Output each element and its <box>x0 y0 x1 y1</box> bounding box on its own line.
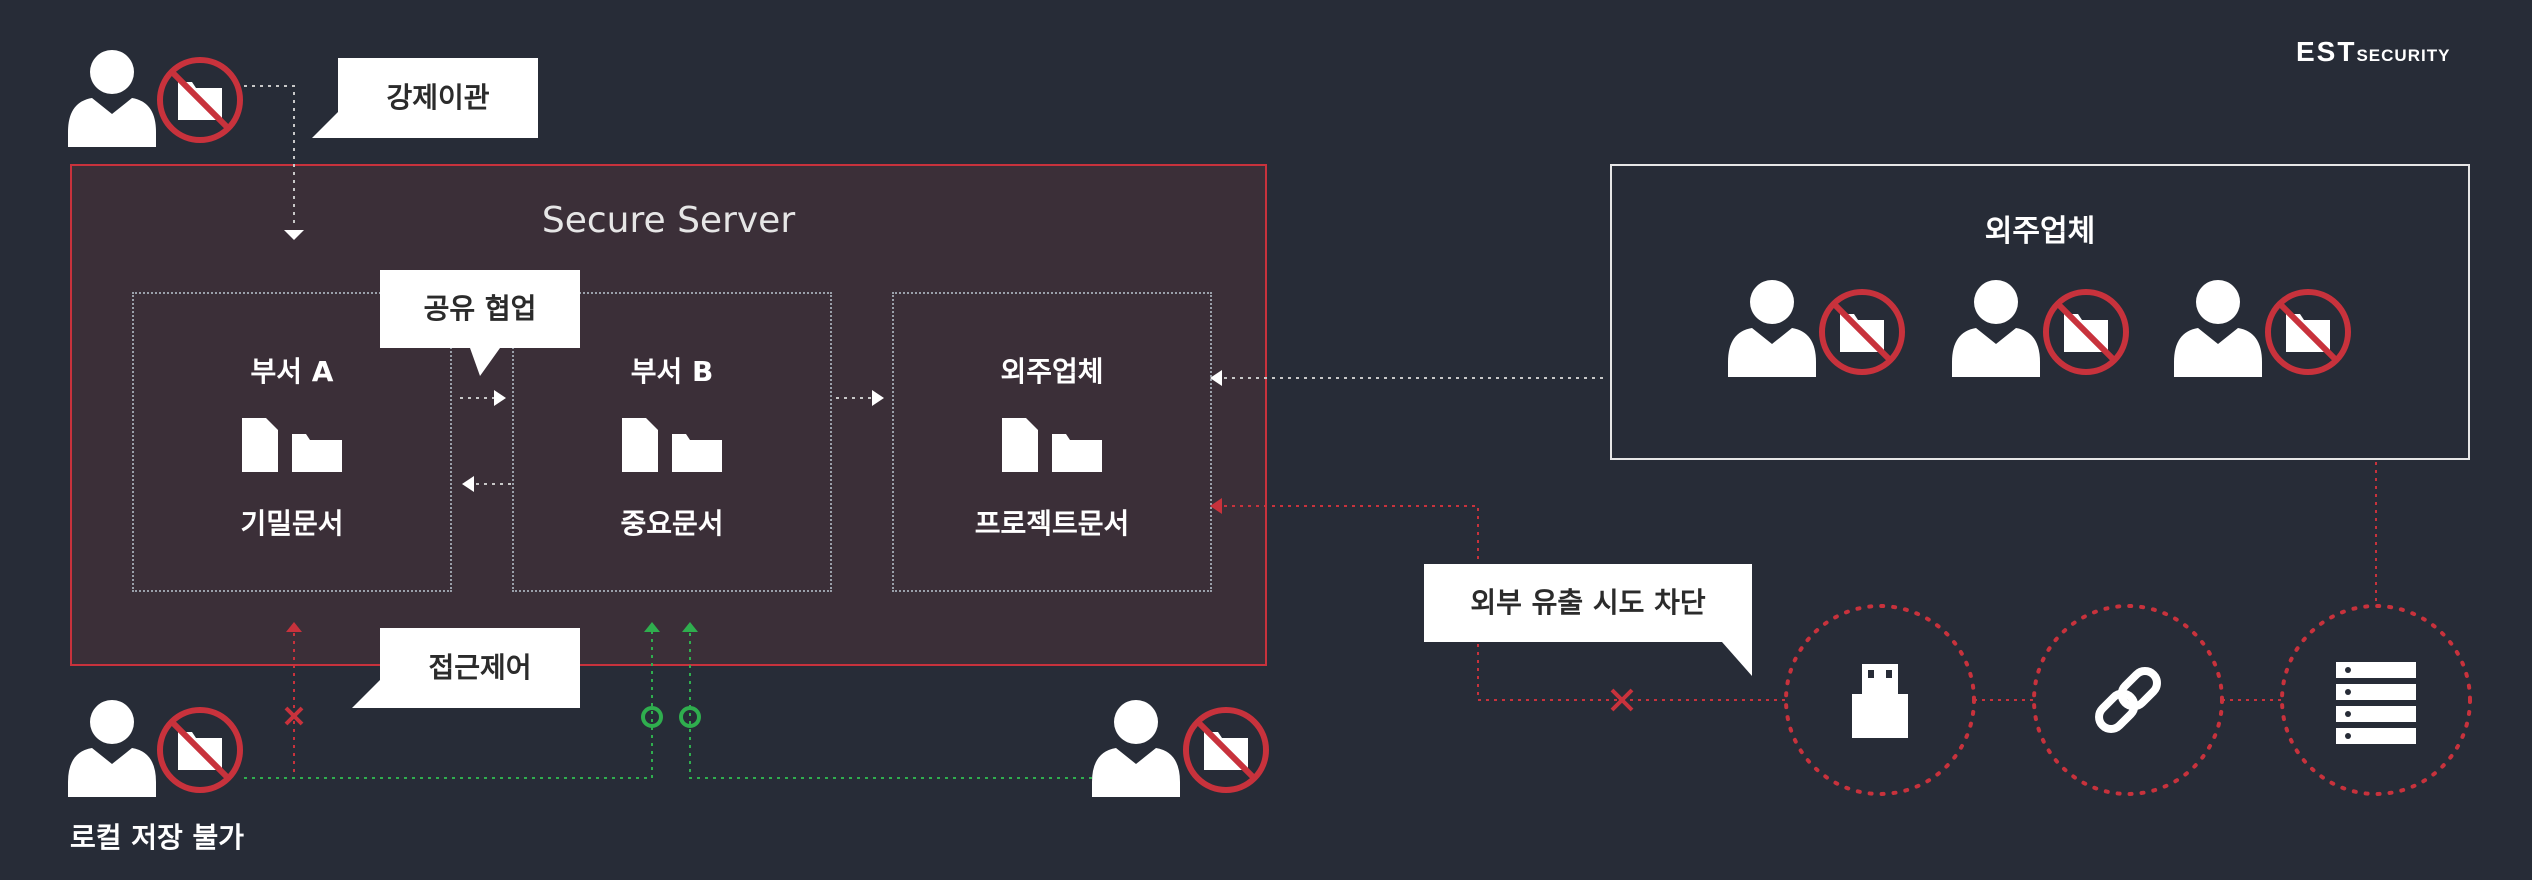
user-icon <box>68 700 156 797</box>
bubble-access-control <box>352 628 580 708</box>
secure-server-box <box>70 164 1267 666</box>
document-icon <box>242 418 342 472</box>
arrow-down-icon <box>284 230 304 240</box>
deny-x-icon <box>284 706 304 726</box>
logo-est: EST <box>2296 36 2357 67</box>
allow-o-icon <box>679 706 701 728</box>
vendor-box <box>1610 164 2470 460</box>
usb-icon <box>1852 664 1908 738</box>
arrow-up-icon <box>644 622 660 632</box>
user-icon <box>68 50 156 147</box>
block-x-icon <box>1610 688 1634 712</box>
department-vendor-doc: 프로젝트문서 <box>974 507 1130 540</box>
department-vendor-name: 외주업체 <box>1000 355 1104 388</box>
link-icon <box>2095 667 2161 733</box>
allow-o-icon <box>641 706 663 728</box>
no-folder-icon <box>2046 292 2126 372</box>
user-icon <box>2174 280 2262 377</box>
department-a-box: 부서 A 기밀문서 <box>132 292 452 592</box>
arrow-right-icon <box>494 390 506 406</box>
user-icon <box>1952 280 2040 377</box>
no-folder-icon <box>1186 710 1266 790</box>
server-rack-icon <box>2336 662 2416 744</box>
department-vendor-box: 외주업체 프로젝트문서 <box>892 292 1212 592</box>
arrow-right-icon <box>872 390 884 406</box>
no-folder-icon <box>160 60 240 140</box>
arrow-up-icon <box>682 622 698 632</box>
bubble-access-control-text: 접근제어 <box>428 651 532 684</box>
no-folder-icon <box>160 710 240 790</box>
arrow-left-icon <box>1210 370 1222 386</box>
department-a-name: 부서 A <box>250 355 334 388</box>
user-icon <box>1728 280 1816 377</box>
department-a-doc: 기밀문서 <box>240 507 344 540</box>
local-save-caption: 로컬 저장 불가 <box>70 821 245 854</box>
server-device-circle <box>2280 604 2472 796</box>
department-b-name: 부서 B <box>630 355 714 388</box>
department-b-box: 부서 B 중요문서 <box>512 292 832 592</box>
bubble-force-transfer-text: 강제이관 <box>386 81 490 114</box>
document-icon <box>1002 418 1102 472</box>
no-folder-icon <box>2268 292 2348 372</box>
bubble-force-transfer <box>312 58 538 138</box>
brand-logo: ESTSECURITY <box>2296 36 2450 68</box>
arrow-up-icon <box>286 622 302 632</box>
document-icon <box>622 418 722 472</box>
logo-security: SECURITY <box>2356 46 2451 65</box>
user-icon <box>1092 700 1180 797</box>
secure-server-title: Secure Server <box>541 200 796 241</box>
bubble-block-leak-text: 외부 유출 시도 차단 <box>1470 586 1706 619</box>
arrow-left-icon <box>462 476 474 492</box>
no-folder-icon <box>1822 292 1902 372</box>
arrow-left-icon <box>1210 498 1222 514</box>
department-b-doc: 중요문서 <box>620 507 724 540</box>
bubble-share <box>380 270 580 376</box>
vendor-title: 외주업체 <box>1984 214 2096 249</box>
bubble-block-leak <box>1424 564 1752 676</box>
bubble-share-text: 공유 협업 <box>423 292 537 325</box>
